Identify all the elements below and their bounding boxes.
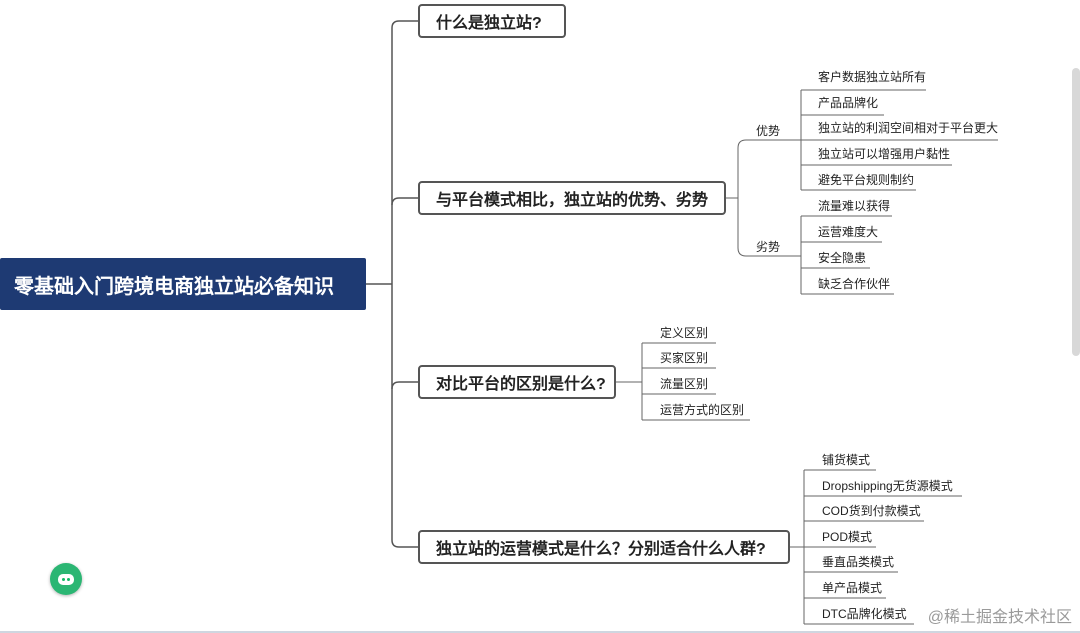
leaf-disadvantage-3[interactable]: 安全隐患 (818, 251, 867, 265)
leaf-mode-2[interactable]: Dropshipping无货源模式 (822, 479, 953, 493)
leaf-disadvantage-2[interactable]: 运营难度大 (818, 225, 879, 239)
robot-face (58, 573, 74, 585)
leaf-mode-5[interactable]: 垂直品类模式 (822, 555, 895, 569)
leaf-mode-4[interactable]: POD模式 (822, 530, 873, 544)
bottom-divider (0, 631, 1080, 633)
leaf-difference-4[interactable]: 运营方式的区别 (660, 403, 745, 417)
leaf-advantage-1[interactable]: 客户数据独立站所有 (818, 70, 927, 84)
topic-what-is-standalone-site[interactable]: 什么是独立站? (418, 4, 566, 38)
leaf-advantage-5[interactable]: 避免平台规则制约 (818, 173, 915, 187)
leaf-advantage-3[interactable]: 独立站的利润空间相对于平台更大 (818, 121, 999, 135)
topic-pros-cons[interactable]: 与平台模式相比，独立站的优势、劣势 (418, 181, 726, 215)
leaf-difference-1[interactable]: 定义区别 (660, 326, 709, 340)
leaf-difference-2[interactable]: 买家区别 (660, 351, 709, 365)
robot-icon[interactable] (50, 563, 82, 595)
leaf-difference-3[interactable]: 流量区别 (660, 377, 709, 391)
group-advantages[interactable]: 优势 (756, 124, 781, 138)
group-disadvantages[interactable]: 劣势 (756, 240, 781, 254)
leaf-disadvantage-4[interactable]: 缺乏合作伙伴 (818, 277, 891, 291)
leaf-mode-3[interactable]: COD货到付款模式 (822, 504, 921, 518)
leaf-mode-6[interactable]: 单产品模式 (822, 581, 883, 595)
topic-operation-modes[interactable]: 独立站的运营模式是什么？分别适合什么人群? (418, 530, 790, 564)
vertical-scrollbar[interactable] (1072, 68, 1080, 356)
leaf-mode-7[interactable]: DTC品牌化模式 (822, 607, 907, 621)
leaf-advantage-4[interactable]: 独立站可以增强用户黏性 (818, 147, 951, 161)
leaf-advantage-2[interactable]: 产品品牌化 (818, 96, 879, 110)
leaf-disadvantage-1[interactable]: 流量难以获得 (818, 199, 891, 213)
root-node[interactable]: 零基础入门跨境电商独立站必备知识 (0, 258, 366, 310)
leaf-mode-1[interactable]: 铺货模式 (822, 453, 871, 467)
topic-platform-difference[interactable]: 对比平台的区别是什么? (418, 365, 616, 399)
watermark: @稀土掘金技术社区 (927, 609, 1072, 626)
